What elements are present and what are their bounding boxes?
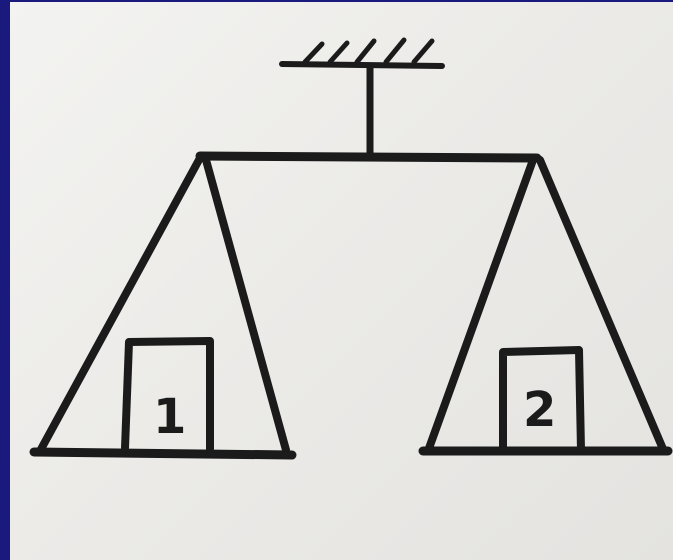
- weight-2-label: 2: [523, 382, 556, 438]
- balance-beam: [200, 156, 537, 158]
- weight-2: 2: [503, 350, 581, 450]
- weight-1-label: 1: [153, 389, 186, 445]
- left-pan: [34, 452, 292, 455]
- ceiling-support: [282, 40, 442, 66]
- weight-1: 1: [125, 341, 210, 449]
